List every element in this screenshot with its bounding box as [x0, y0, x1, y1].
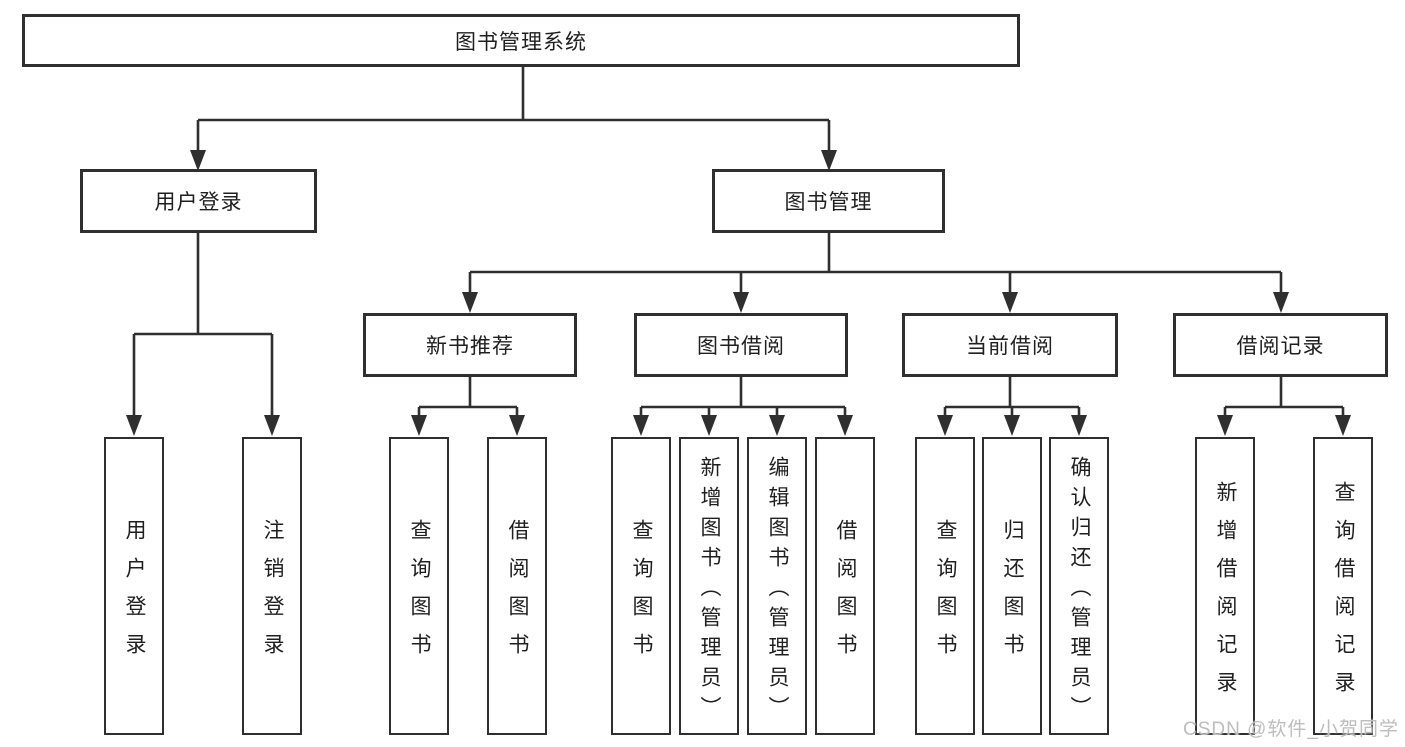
node-book-management: 图书管理: [712, 169, 945, 233]
leaf-label: 用户登录: [123, 518, 146, 671]
leaf-label: 确认归还（管理员）: [1068, 455, 1091, 726]
leaf-label: 查询图书: [934, 518, 957, 671]
node-book-borrow: 图书借阅: [634, 313, 848, 377]
node-root-library-system: 图书管理系统: [22, 14, 1020, 67]
leaf-edit-book-admin: 编辑图书（管理员）: [747, 437, 807, 735]
leaf-add-book-admin: 新增图书（管理员）: [679, 437, 739, 735]
node-label: 新书推荐: [426, 335, 514, 358]
leaf-user-login: 用户登录: [104, 437, 164, 735]
node-label: 借阅记录: [1236, 335, 1325, 358]
leaf-query-books-recommend: 查询图书: [389, 437, 449, 735]
leaf-query-books-borrow: 查询图书: [611, 437, 671, 735]
node-label: 图书管理: [784, 191, 873, 214]
node-borrow-record: 借阅记录: [1173, 313, 1388, 377]
node-label: 图书管理系统: [455, 30, 587, 54]
leaf-label: 查询图书: [630, 518, 653, 671]
leaf-label: 借阅图书: [506, 518, 529, 671]
leaf-return-book: 归还图书: [982, 437, 1042, 735]
leaf-query-books-current: 查询图书: [915, 437, 975, 735]
csdn-watermark: CSDN @软件_小贺同学: [1183, 719, 1399, 740]
node-user-login: 用户登录: [80, 169, 317, 233]
leaf-label: 归还图书: [1001, 518, 1024, 671]
leaf-confirm-return-admin: 确认归还（管理员）: [1049, 437, 1109, 735]
leaf-borrow-book-recommend: 借阅图书: [487, 437, 547, 735]
leaf-borrow-book: 借阅图书: [815, 437, 875, 735]
node-new-book-recommend: 新书推荐: [363, 313, 577, 377]
leaf-add-borrow-record: 新增借阅记录: [1195, 437, 1255, 735]
leaf-label: 借阅图书: [834, 518, 857, 671]
node-label: 用户登录: [154, 191, 243, 214]
leaf-label: 注销登录: [261, 518, 284, 671]
leaf-label: 编辑图书（管理员）: [766, 455, 789, 726]
node-current-borrow: 当前借阅: [902, 313, 1118, 377]
leaf-query-borrow-record: 查询借阅记录: [1313, 437, 1373, 735]
node-label: 当前借阅: [966, 335, 1054, 358]
leaf-label: 新增借阅记录: [1214, 480, 1237, 709]
node-label: 图书借阅: [697, 335, 785, 358]
leaf-label: 查询借阅记录: [1332, 480, 1355, 709]
leaf-label: 查询图书: [408, 518, 431, 671]
leaf-label: 新增图书（管理员）: [698, 455, 721, 726]
leaf-logout: 注销登录: [242, 437, 302, 735]
